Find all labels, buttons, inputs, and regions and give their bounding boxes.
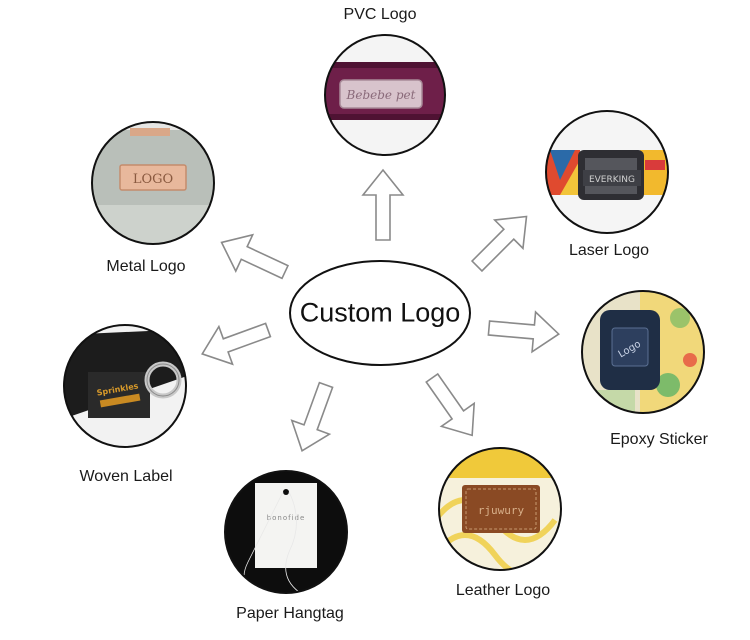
paper-tag-text: bonofide bbox=[267, 514, 306, 522]
label-paper-hangtag: Paper Hangtag bbox=[236, 605, 344, 622]
label-woven-label: Woven Label bbox=[79, 468, 173, 485]
leather-logo-image: rjuwury bbox=[438, 447, 562, 571]
pvc-logo-image: Bebebe pet bbox=[324, 34, 446, 156]
paper-hangtag-image: bonofide bbox=[224, 470, 348, 594]
label-epoxy-sticker: Epoxy Sticker bbox=[610, 431, 708, 448]
arrow-to-woven-icon bbox=[201, 322, 272, 366]
metal-logo-image: LOGO bbox=[91, 121, 215, 245]
arrow-to-laser-icon bbox=[470, 215, 528, 273]
arrow-to-leather-icon bbox=[425, 372, 476, 437]
epoxy-sticker-image: Logo bbox=[581, 290, 705, 414]
leather-tag-text: rjuwury bbox=[478, 504, 525, 517]
arrow-to-metal-icon bbox=[220, 233, 290, 280]
center-ellipse bbox=[289, 260, 471, 366]
laser-tag-text: EVERKING bbox=[589, 175, 635, 185]
metal-tag-text: LOGO bbox=[133, 172, 173, 187]
arrow-to-pvc-icon bbox=[361, 168, 405, 241]
label-pvc-logo: PVC Logo bbox=[343, 6, 417, 23]
label-leather-logo: Leather Logo bbox=[455, 582, 551, 599]
woven-label-image: Sprinkles bbox=[63, 324, 187, 448]
label-metal-logo: Metal Logo bbox=[106, 258, 186, 275]
arrow-to-epoxy-icon bbox=[487, 310, 561, 354]
arrow-to-paper-icon bbox=[290, 381, 334, 452]
laser-logo-image: EVERKING bbox=[545, 110, 669, 234]
center-title: Custom Logo bbox=[299, 297, 461, 328]
pvc-tag-text: Bebebe pet bbox=[346, 88, 416, 102]
label-laser-logo: Laser Logo bbox=[568, 242, 650, 259]
